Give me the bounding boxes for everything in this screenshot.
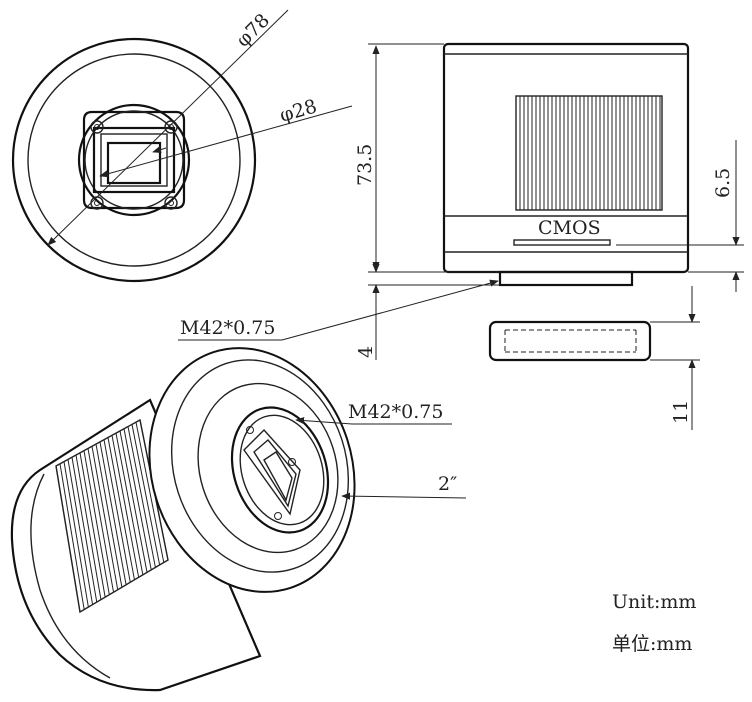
unit-label-english: Unit:mm <box>612 591 696 613</box>
iso-thread-label: M42*0.75 <box>348 401 443 423</box>
iso-m42-thread <box>230 406 330 534</box>
iso-sensor <box>243 428 301 516</box>
outer-ring-circle <box>27 53 241 267</box>
sensor-plane <box>513 239 611 246</box>
outer-diameter-dimension-line <box>47 9 289 246</box>
mount-plate <box>82 110 186 210</box>
iso-size-label: 2″ <box>438 473 457 495</box>
iso-size-leader <box>341 492 467 500</box>
adapter-ring: 11 <box>488 286 700 430</box>
sensor-window-inner <box>100 133 168 187</box>
outer-body-circle <box>11 37 257 283</box>
flange-thread-label: M42*0.75 <box>180 317 275 339</box>
flange <box>498 270 634 287</box>
mount-ring <box>77 103 191 217</box>
sensor-chip <box>106 141 162 185</box>
adapter-ring-body <box>488 320 652 362</box>
front-view: φ78 φ28 <box>11 9 353 283</box>
flange-leader-line <box>281 279 499 341</box>
adapter-thickness-label: 11 <box>670 400 692 424</box>
iso-front-barrel <box>148 347 356 593</box>
flange-thickness-label: 4 <box>355 346 377 358</box>
unit-label-chinese: 单位:mm <box>612 633 692 655</box>
sensor-label: CMOS <box>538 217 601 239</box>
isometric-view: M42*0.75 2″ <box>10 347 467 692</box>
sensor-offset-label: 6.5 <box>712 168 734 198</box>
iso-rear-body <box>10 398 262 692</box>
iso-thread-leader <box>295 416 353 425</box>
height-label: 73.5 <box>354 144 376 186</box>
sensor-window-frame <box>92 126 176 194</box>
outer-diameter-label: φ78 <box>232 9 274 51</box>
fin-lines <box>519 96 661 210</box>
mount-inner-ring <box>84 110 184 210</box>
side-view: CMOS 73.5 4 6.5 M42*0.75 <box>178 42 744 360</box>
inner-diameter-label: φ28 <box>277 95 319 126</box>
inner-diameter-dimension-line <box>99 105 353 178</box>
cooling-fins <box>515 95 663 211</box>
